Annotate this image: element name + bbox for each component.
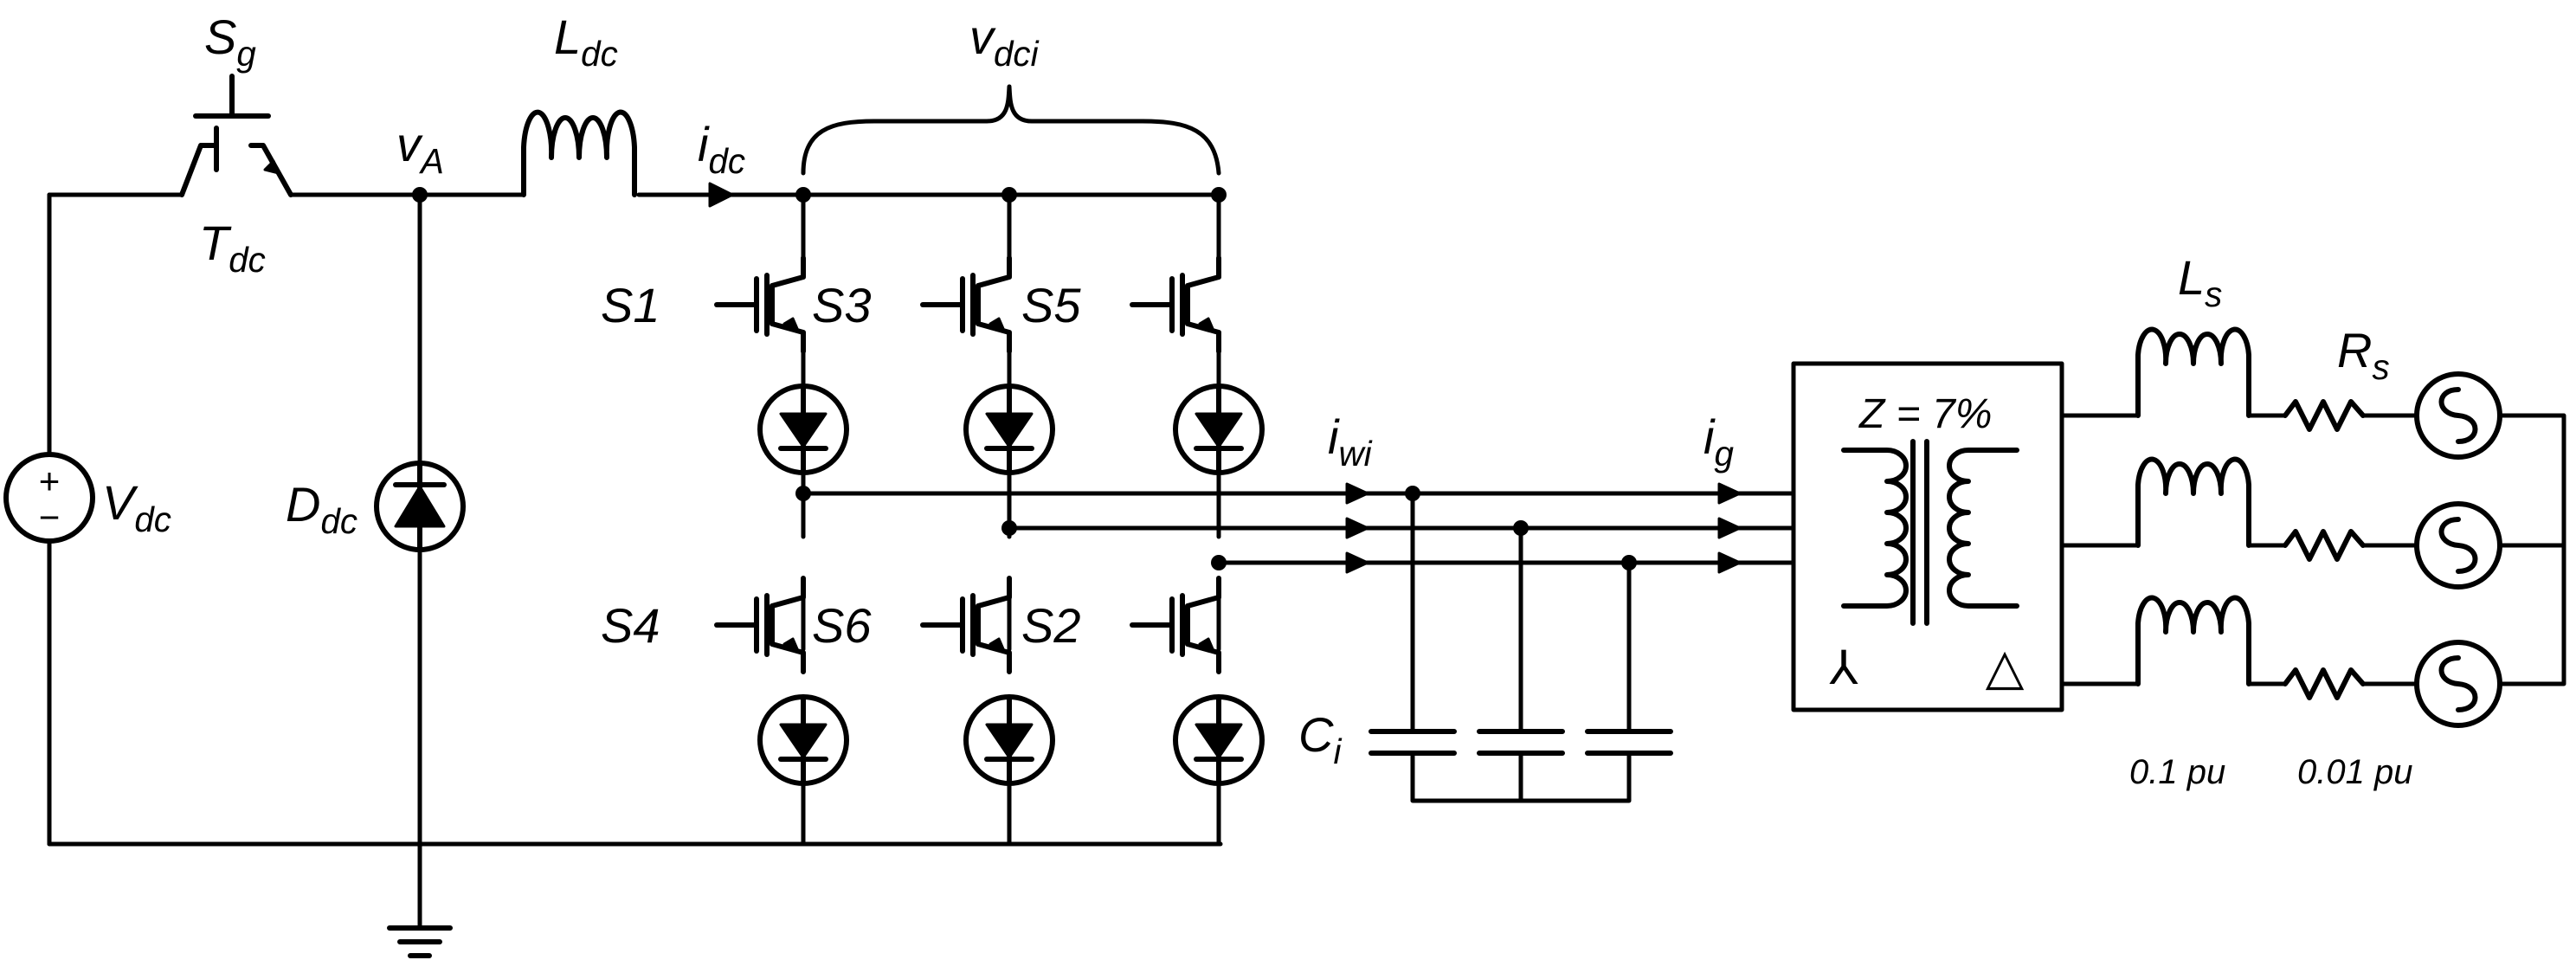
labels: Sg Tdc vA Ldc idc vdci Vdc Ddc S1 S3 S5 … (102, 10, 2412, 791)
resistor-icon (2283, 399, 2366, 432)
inductor-icon (2135, 456, 2251, 548)
label-vdci: vdci (969, 10, 1040, 74)
igbt-s5 (1130, 255, 1221, 354)
diode-icon (1173, 694, 1265, 786)
label-ci: Ci (1298, 707, 1342, 771)
label-s2: S2 (1021, 598, 1081, 653)
capacitor-icon (1477, 729, 1565, 756)
label-s3: S3 (812, 278, 872, 332)
ac-source-icon (2414, 501, 2502, 590)
ig-arrow-icon (1717, 482, 1742, 505)
diode-icon (1173, 383, 1265, 475)
ddc-diode (374, 461, 466, 552)
igbt-s4 (714, 576, 806, 674)
inductor-icon (521, 109, 637, 197)
transformer-icon (1841, 439, 2019, 626)
label-ig: ig (1703, 409, 1734, 474)
dc-source-icon (3, 452, 95, 544)
idc-arrow-icon (708, 182, 734, 208)
inductor-icon (2135, 595, 2251, 686)
label-idc: idc (698, 117, 745, 181)
label-rs: Rs (2337, 323, 2390, 387)
capacitor-icon (1368, 729, 1457, 756)
igbt-icon (920, 255, 1012, 354)
label-iwi: iwi (1328, 409, 1373, 474)
igbt-arrow-icon (263, 159, 280, 175)
ac-source-icon (2414, 640, 2502, 728)
transformer: ⅄ △ (1791, 361, 2064, 712)
igbt-icon (714, 255, 806, 354)
diode-icon (757, 383, 849, 475)
plus-sign: + (39, 461, 61, 501)
resistor-icon (2283, 529, 2366, 562)
ldc-inductor (521, 109, 637, 197)
diode-icon (963, 694, 1055, 786)
igbt-s3 (920, 255, 1012, 354)
label-s6: S6 (812, 598, 872, 653)
igbt-icon (714, 576, 806, 674)
capacitor-bank (1368, 486, 1673, 803)
igbt-icon (1130, 576, 1221, 674)
inductor-icon (2135, 326, 2251, 418)
label-z: Z = 7% (1858, 391, 1992, 437)
ground-icon (387, 925, 453, 958)
diode-icon (963, 383, 1055, 475)
igbt-s1 (714, 255, 806, 354)
dc-wiring (47, 192, 1223, 931)
label-tdc: Tdc (199, 216, 266, 280)
capacitor-icon (1585, 729, 1673, 756)
junction-va (412, 187, 428, 203)
diode-icon (757, 694, 849, 786)
vdci-brace (801, 84, 1221, 176)
minus-sign: − (39, 497, 61, 538)
label-va: vA (396, 117, 444, 181)
iwi-arrow-icon (1345, 482, 1369, 505)
transformer-box (1791, 361, 2064, 712)
label-s1: S1 (601, 278, 660, 332)
label-sg: Sg (204, 10, 256, 74)
label-vdc: Vdc (102, 475, 171, 539)
igbt-icon (920, 576, 1012, 674)
label-ldc: Ldc (554, 10, 618, 74)
wye-symbol: ⅄ (1829, 642, 1859, 694)
igbt-s6 (920, 576, 1012, 674)
delta-symbol: △ (1986, 639, 2025, 695)
label-rs-value: 0.01 pu (2297, 753, 2412, 791)
label-ls-value: 0.1 pu (2129, 753, 2225, 791)
vdc-source: + − (3, 452, 95, 544)
phase-lines (795, 482, 1794, 574)
label-s4: S4 (601, 598, 660, 653)
label-ls: Ls (2178, 250, 2222, 314)
tdc-switch (179, 74, 293, 197)
label-s5: S5 (1021, 278, 1081, 332)
igbt-s2 (1130, 576, 1221, 674)
grid-side (2059, 326, 2566, 728)
igbt-icon (1130, 255, 1221, 354)
ac-source-icon (2414, 371, 2502, 460)
bridge-diodes (757, 383, 1265, 786)
label-ddc: Ddc (286, 477, 357, 541)
resistor-icon (2283, 667, 2366, 700)
